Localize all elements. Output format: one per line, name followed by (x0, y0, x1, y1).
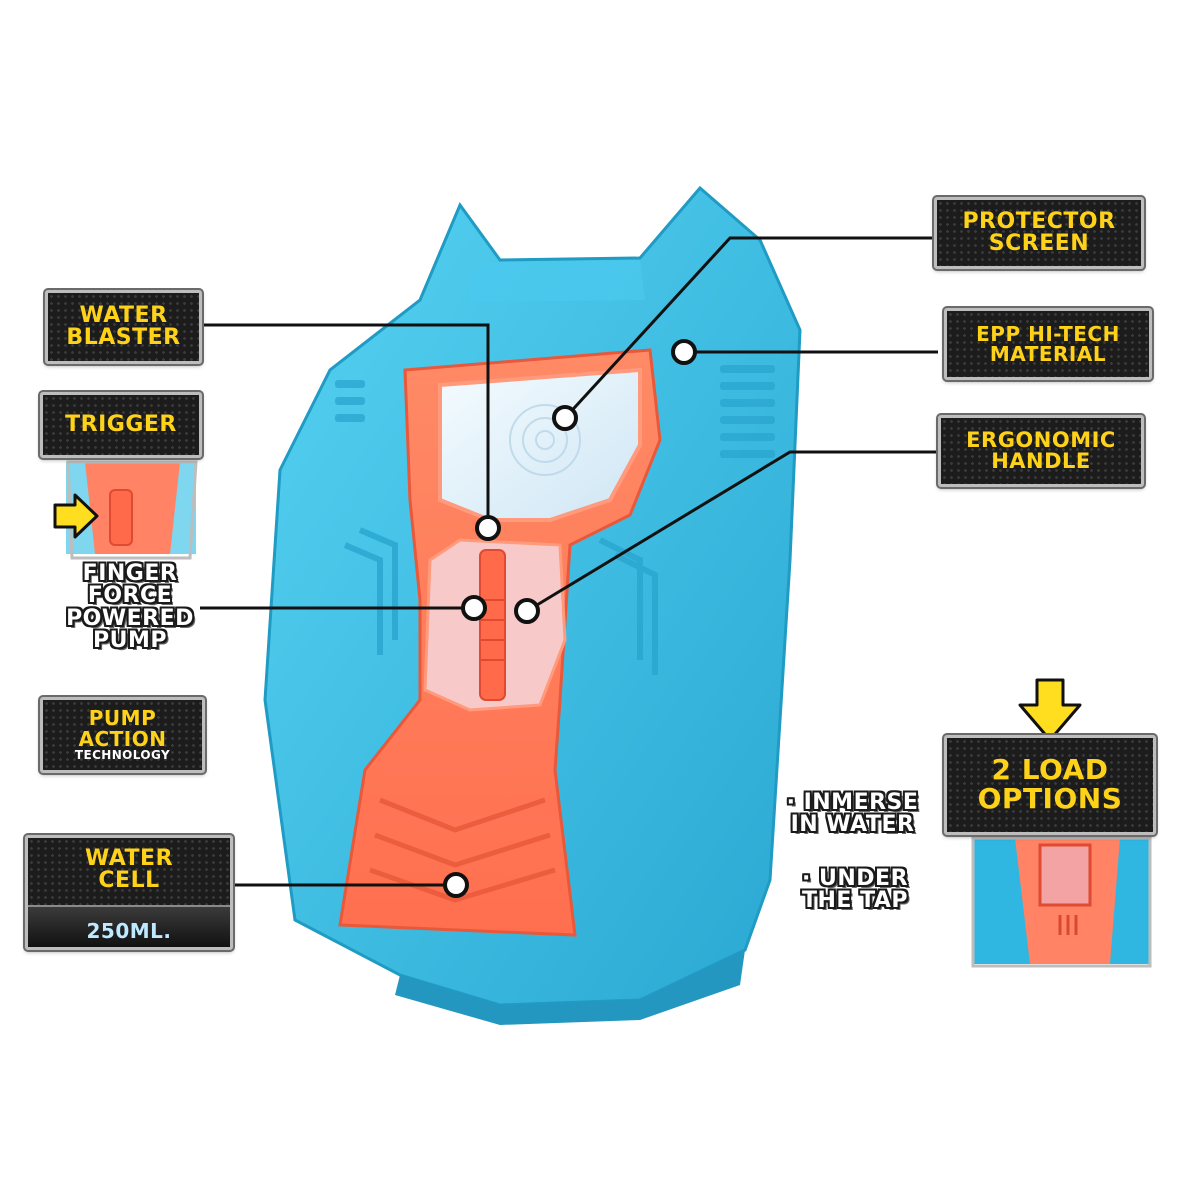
label-protector-screen: PROTECTOR SCREEN (934, 197, 1144, 269)
capacity-band (28, 905, 230, 947)
label-water-blaster: WATER BLASTER (45, 290, 202, 364)
label-line: PROTECTOR (962, 208, 1116, 234)
option-line: · UNDER (801, 866, 909, 891)
arrow-down-icon (1018, 678, 1082, 742)
callout-lines (200, 236, 938, 887)
label-line: CELL (98, 868, 160, 894)
callout-markers (443, 339, 697, 898)
label-line: PUMP (88, 706, 157, 731)
label-ergonomic-handle: ERGONOMIC HANDLE (938, 415, 1144, 487)
label-load-options: 2 LOAD OPTIONS (944, 735, 1156, 835)
label-line: MATERIAL (989, 342, 1107, 366)
label-line: EPP HI-TECH (976, 321, 1120, 346)
label-line: BLASTER (66, 325, 181, 350)
label-line: HANDLE (991, 449, 1091, 473)
label-subline: TECHNOLOGY (74, 748, 171, 763)
label-line: FINGER (82, 561, 178, 586)
label-line: WATER (79, 302, 168, 328)
water-cell-capacity: 250ML. (86, 919, 172, 943)
label-line: WATER (84, 846, 174, 871)
option-line: THE TAP (801, 888, 909, 914)
label-trigger: TRIGGER (40, 392, 202, 458)
label-line: TRIGGER (65, 411, 177, 437)
label-finger-force: FINGER FORCE POWERED PUMP (55, 561, 205, 654)
label-water-cell: WATER CELL (25, 835, 233, 950)
option-line: IN WATER (790, 812, 915, 838)
option-tap: · UNDER THE TAP (780, 866, 930, 914)
load-options-inset (971, 836, 1152, 968)
label-line: ERGONOMIC (966, 427, 1116, 452)
label-pump-action: PUMP ACTION TECHNOLOGY (40, 697, 205, 773)
label-line: OPTIONS (977, 782, 1123, 815)
label-line: 2 LOAD (991, 753, 1109, 787)
label-line: FORCE (87, 583, 173, 609)
label-line: POWERED (66, 605, 194, 631)
blaster-frame (338, 348, 662, 937)
option-immerse: · INMERSE IN WATER (770, 790, 935, 838)
label-line: SCREEN (988, 231, 1090, 256)
label-line: PUMP (92, 628, 167, 654)
label-line: ACTION (78, 726, 167, 751)
arrow-right-icon (53, 493, 99, 539)
option-line: · INMERSE (786, 790, 919, 815)
label-epp-material: EPP HI-TECH MATERIAL (944, 308, 1152, 380)
